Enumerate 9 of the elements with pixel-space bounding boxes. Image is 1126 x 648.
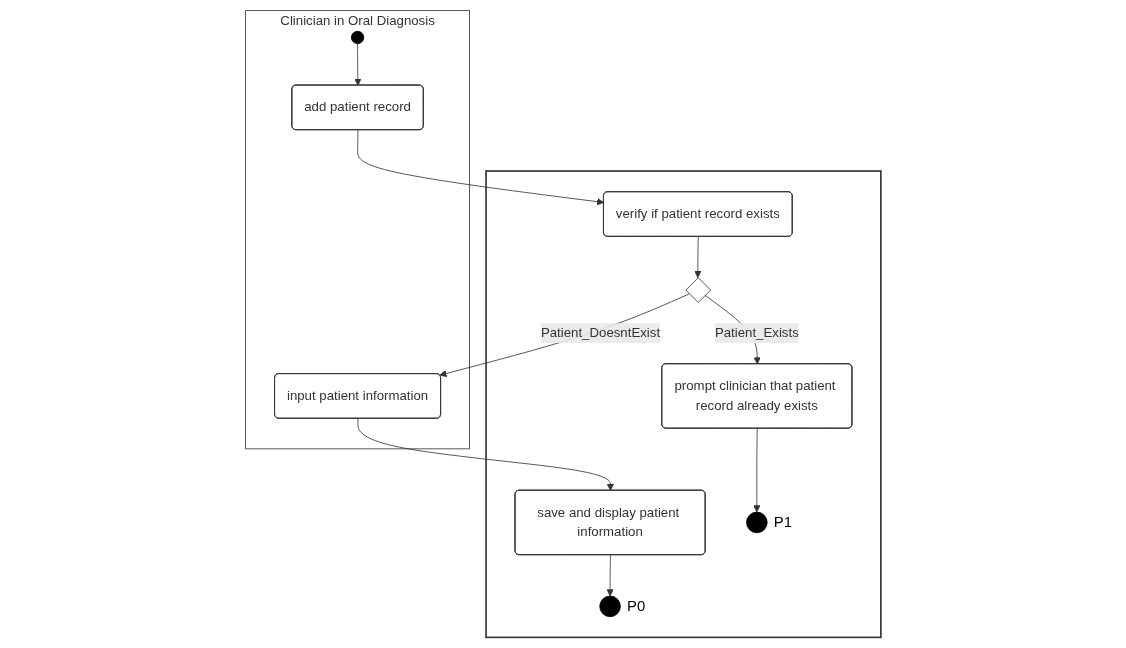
node-circle: [350, 30, 364, 45]
cluster: [485, 170, 882, 639]
node-circle: [745, 511, 768, 534]
edge-label: Patient_Exists: [714, 325, 799, 340]
node-label: P1: [773, 514, 792, 531]
edge-label: Patient_DoesntExist: [540, 325, 660, 340]
node-circle: [599, 595, 621, 618]
node-label: P0: [626, 598, 645, 615]
node-diamond: [685, 277, 711, 303]
